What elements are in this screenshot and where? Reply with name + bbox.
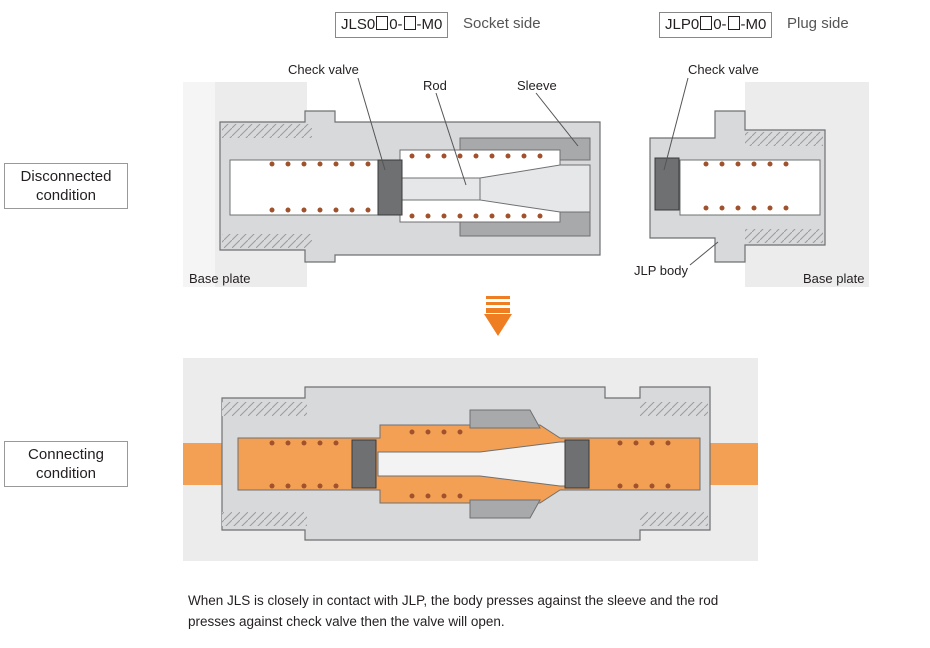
plug-code-middle: 0-: [713, 16, 727, 33]
socket-code-suffix: -M0: [416, 16, 443, 33]
leader-lines-top: [357, 77, 719, 266]
fluid-pipe-right: [705, 443, 758, 485]
rod-head: [479, 164, 591, 213]
rod-label: Rod: [423, 78, 447, 93]
plug-check-valve: [654, 157, 680, 211]
connected-thread-left-top: [222, 402, 307, 416]
placeholder-square-icon: [727, 16, 740, 30]
leader-jlp-body: [689, 241, 719, 266]
leader-sleeve: [535, 92, 579, 147]
connected-assembly: [183, 358, 758, 561]
connecting-condition-label: Connecting condition: [28, 446, 104, 482]
plug-code-prefix: JLP0: [665, 16, 700, 33]
down-arrow-icon: [484, 296, 512, 336]
placeholder-square-icon: [403, 16, 416, 30]
plug-code-box: JLP0 0- -M0: [659, 12, 773, 38]
connected-springs: [269, 429, 671, 499]
connected-sleeve-bottom: [469, 499, 541, 519]
connecting-condition-box: Connecting condition: [4, 441, 128, 487]
check-valve-socket-label: Check valve: [288, 62, 359, 77]
plug-bore: [679, 159, 821, 216]
placeholder-square-icon: [700, 16, 713, 30]
plug-thread-bottom: [745, 229, 823, 243]
connected-plug-valve: [564, 439, 590, 489]
base-plate-left-edge: [183, 82, 215, 287]
socket-code-prefix: JLS0: [341, 16, 376, 33]
placeholder-square-icon: [376, 16, 389, 30]
socket-code-middle: 0-: [389, 16, 403, 33]
disconnected-condition-label: Disconnected condition: [20, 168, 112, 204]
socket-check-valve: [377, 159, 403, 216]
caption-line-1: When JLS is closely in contact with JLP,…: [188, 593, 719, 608]
plug-springs: [703, 161, 789, 211]
connected-thread-right-top: [640, 402, 708, 416]
leader-check-valve-plug: [663, 77, 689, 171]
socket-side-label: Socket side: [463, 15, 541, 32]
caption: When JLS is closely in contact with JLP,…: [188, 590, 808, 632]
socket-thread-top: [222, 124, 312, 138]
rod-shaft: [399, 177, 481, 201]
socket-springs: [269, 153, 543, 219]
jlp-body-label: JLP body: [634, 263, 688, 278]
socket-code-box: JLS0 0- -M0: [335, 12, 449, 38]
plug-side-label: Plug side: [787, 15, 849, 32]
socket-bore: [229, 159, 401, 216]
check-valve-plug-label: Check valve: [688, 62, 759, 77]
caption-line-2: presses against check valve then the val…: [188, 614, 505, 629]
leader-check-valve-socket: [357, 77, 386, 171]
base-plate-left-label: Base plate: [189, 271, 251, 286]
plug-thread-top: [745, 132, 823, 146]
sleeve-label: Sleeve: [517, 78, 557, 93]
plug-disconnected-assembly: [649, 82, 869, 287]
connected-thread-left-bottom: [222, 512, 307, 526]
socket-thread-bottom: [222, 234, 312, 248]
connected-socket-valve: [351, 439, 377, 489]
base-plate-right-label: Base plate: [803, 271, 865, 286]
disconnected-condition-box: Disconnected condition: [4, 163, 128, 209]
leader-rod: [435, 92, 467, 186]
sleeve-top: [459, 137, 591, 161]
plug-code-suffix: -M0: [740, 16, 767, 33]
connected-thread-right-bottom: [640, 512, 708, 526]
socket-disconnected-assembly: [183, 82, 601, 287]
connected-sleeve-top: [469, 409, 541, 429]
